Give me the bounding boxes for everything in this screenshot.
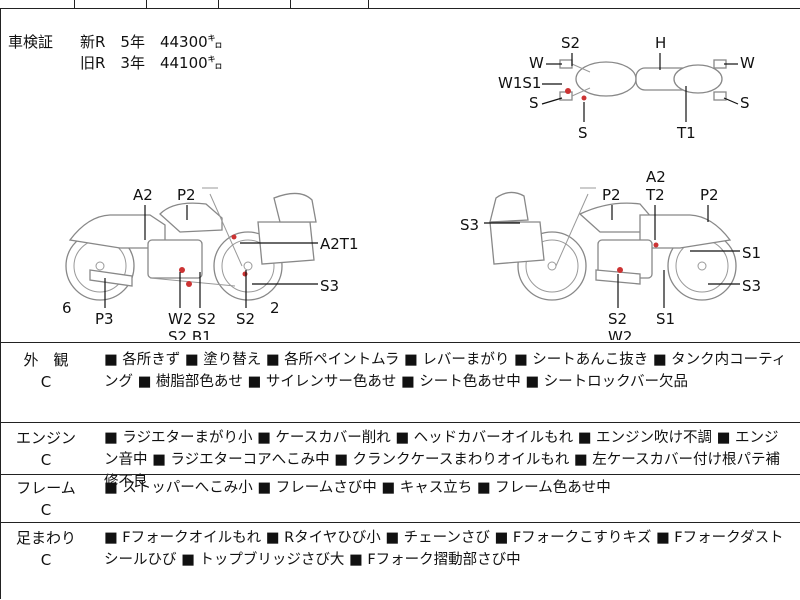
section-grade: C [40, 551, 52, 569]
callout-left-s2b1: S2 B1 [168, 328, 212, 340]
section-grade: C [40, 501, 52, 519]
callout-top-s-right: S [740, 94, 750, 112]
table-divider [368, 0, 369, 8]
section-grade: C [40, 451, 52, 469]
table-divider [218, 0, 219, 8]
section-name: エンジン [15, 429, 76, 447]
callout-left-6: 6 [62, 299, 72, 317]
table-divider [146, 0, 147, 8]
section-frame: フレーム C ■ ストッパーへこみ小 ■ フレームさび中 ■ キャス立ち ■ フ… [0, 474, 800, 523]
bike-top-view [559, 59, 727, 101]
callout-right-a2: A2 [646, 168, 666, 186]
shaken-label: 車検証 [8, 33, 54, 51]
callout-top-t1: T1 [676, 124, 696, 142]
top-view-callouts: S2 H W W W1S1 S S S T1 [498, 34, 755, 142]
callout-left-a2t1: A2T1 [320, 235, 359, 253]
section-description: ■ 各所きず ■ 塗り替え ■ 各所ペイントムラ ■ レバーまがり ■ シートあ… [104, 352, 787, 390]
callout-left-s2: S2 [236, 310, 255, 328]
section-name: 足まわり [15, 529, 76, 547]
right-side-callouts: S3 P2 A2 T2 P2 S1 S3 S2 W2 S1 [460, 168, 761, 340]
section-exterior: 外 観 C ■ 各所きず ■ 塗り替え ■ 各所ペイントムラ ■ レバーまがり … [0, 342, 800, 423]
callout-right-w2: W2 [608, 328, 632, 340]
section-description: ■ ラジエターまがり小 ■ ケースカバー削れ ■ ヘッドカバーオイルもれ ■ エ… [104, 430, 781, 490]
callout-left-s3: S3 [320, 277, 339, 295]
callout-right-s3b: S3 [742, 277, 761, 295]
bike-left-side [65, 187, 317, 301]
callout-left-p3: P3 [95, 310, 114, 328]
damage-diagram: S2 H W W W1S1 S S S T1 [62, 34, 761, 340]
callout-top-w-right: W [740, 54, 755, 72]
callout-left-a2: A2 [133, 186, 153, 204]
callout-top-w-left: W [529, 54, 544, 72]
section-grade: C [40, 373, 52, 391]
callout-right-t2: T2 [645, 186, 665, 204]
section-description: ■ Fフォークオイルもれ ■ Rタイヤひび小 ■ チェーンさび ■ Fフォークこ… [104, 530, 784, 568]
sheet-frame [0, 8, 800, 599]
callout-top-s-bottom: S [578, 124, 588, 142]
left-side-callouts: A2 P2 A2T1 S3 6 P3 W2 S2 S2 B1 S2 2 [62, 186, 359, 340]
table-divider [74, 0, 75, 8]
callout-top-w1s1: W1S1 [498, 74, 541, 92]
callout-right-p2b: P2 [700, 186, 719, 204]
callout-left-2: 2 [270, 299, 280, 317]
bike-right-side [489, 187, 737, 301]
callout-right-s1a: S1 [742, 244, 761, 262]
section-suspension: 足まわり C ■ Fフォークオイルもれ ■ Rタイヤひび小 ■ チェーンさび ■… [0, 522, 800, 600]
shaken-row-old: 旧R 3年 44100㌔ [80, 54, 223, 72]
shaken-row-new: 新R 5年 44300㌔ [80, 33, 223, 51]
callout-right-s3: S3 [460, 216, 479, 234]
section-name: 外 観 [23, 351, 69, 369]
callout-top-s-left: S [529, 94, 539, 112]
top-table-edge [0, 0, 800, 9]
callout-left-p2: P2 [177, 186, 196, 204]
section-name: フレーム [16, 479, 76, 497]
callout-top-h: H [655, 34, 666, 52]
callout-top-s2: S2 [561, 34, 580, 52]
callout-right-s2: S2 [608, 310, 627, 328]
table-divider [290, 0, 291, 8]
callout-left-w2s2: W2 S2 [168, 310, 216, 328]
section-description: ■ ストッパーへこみ小 ■ フレームさび中 ■ キャス立ち ■ フレーム色あせ中 [104, 480, 611, 496]
callout-right-p2a: P2 [602, 186, 621, 204]
callout-right-s1b: S1 [656, 310, 675, 328]
section-engine: エンジン C ■ ラジエターまがり小 ■ ケースカバー削れ ■ ヘッドカバーオイ… [0, 422, 800, 490]
